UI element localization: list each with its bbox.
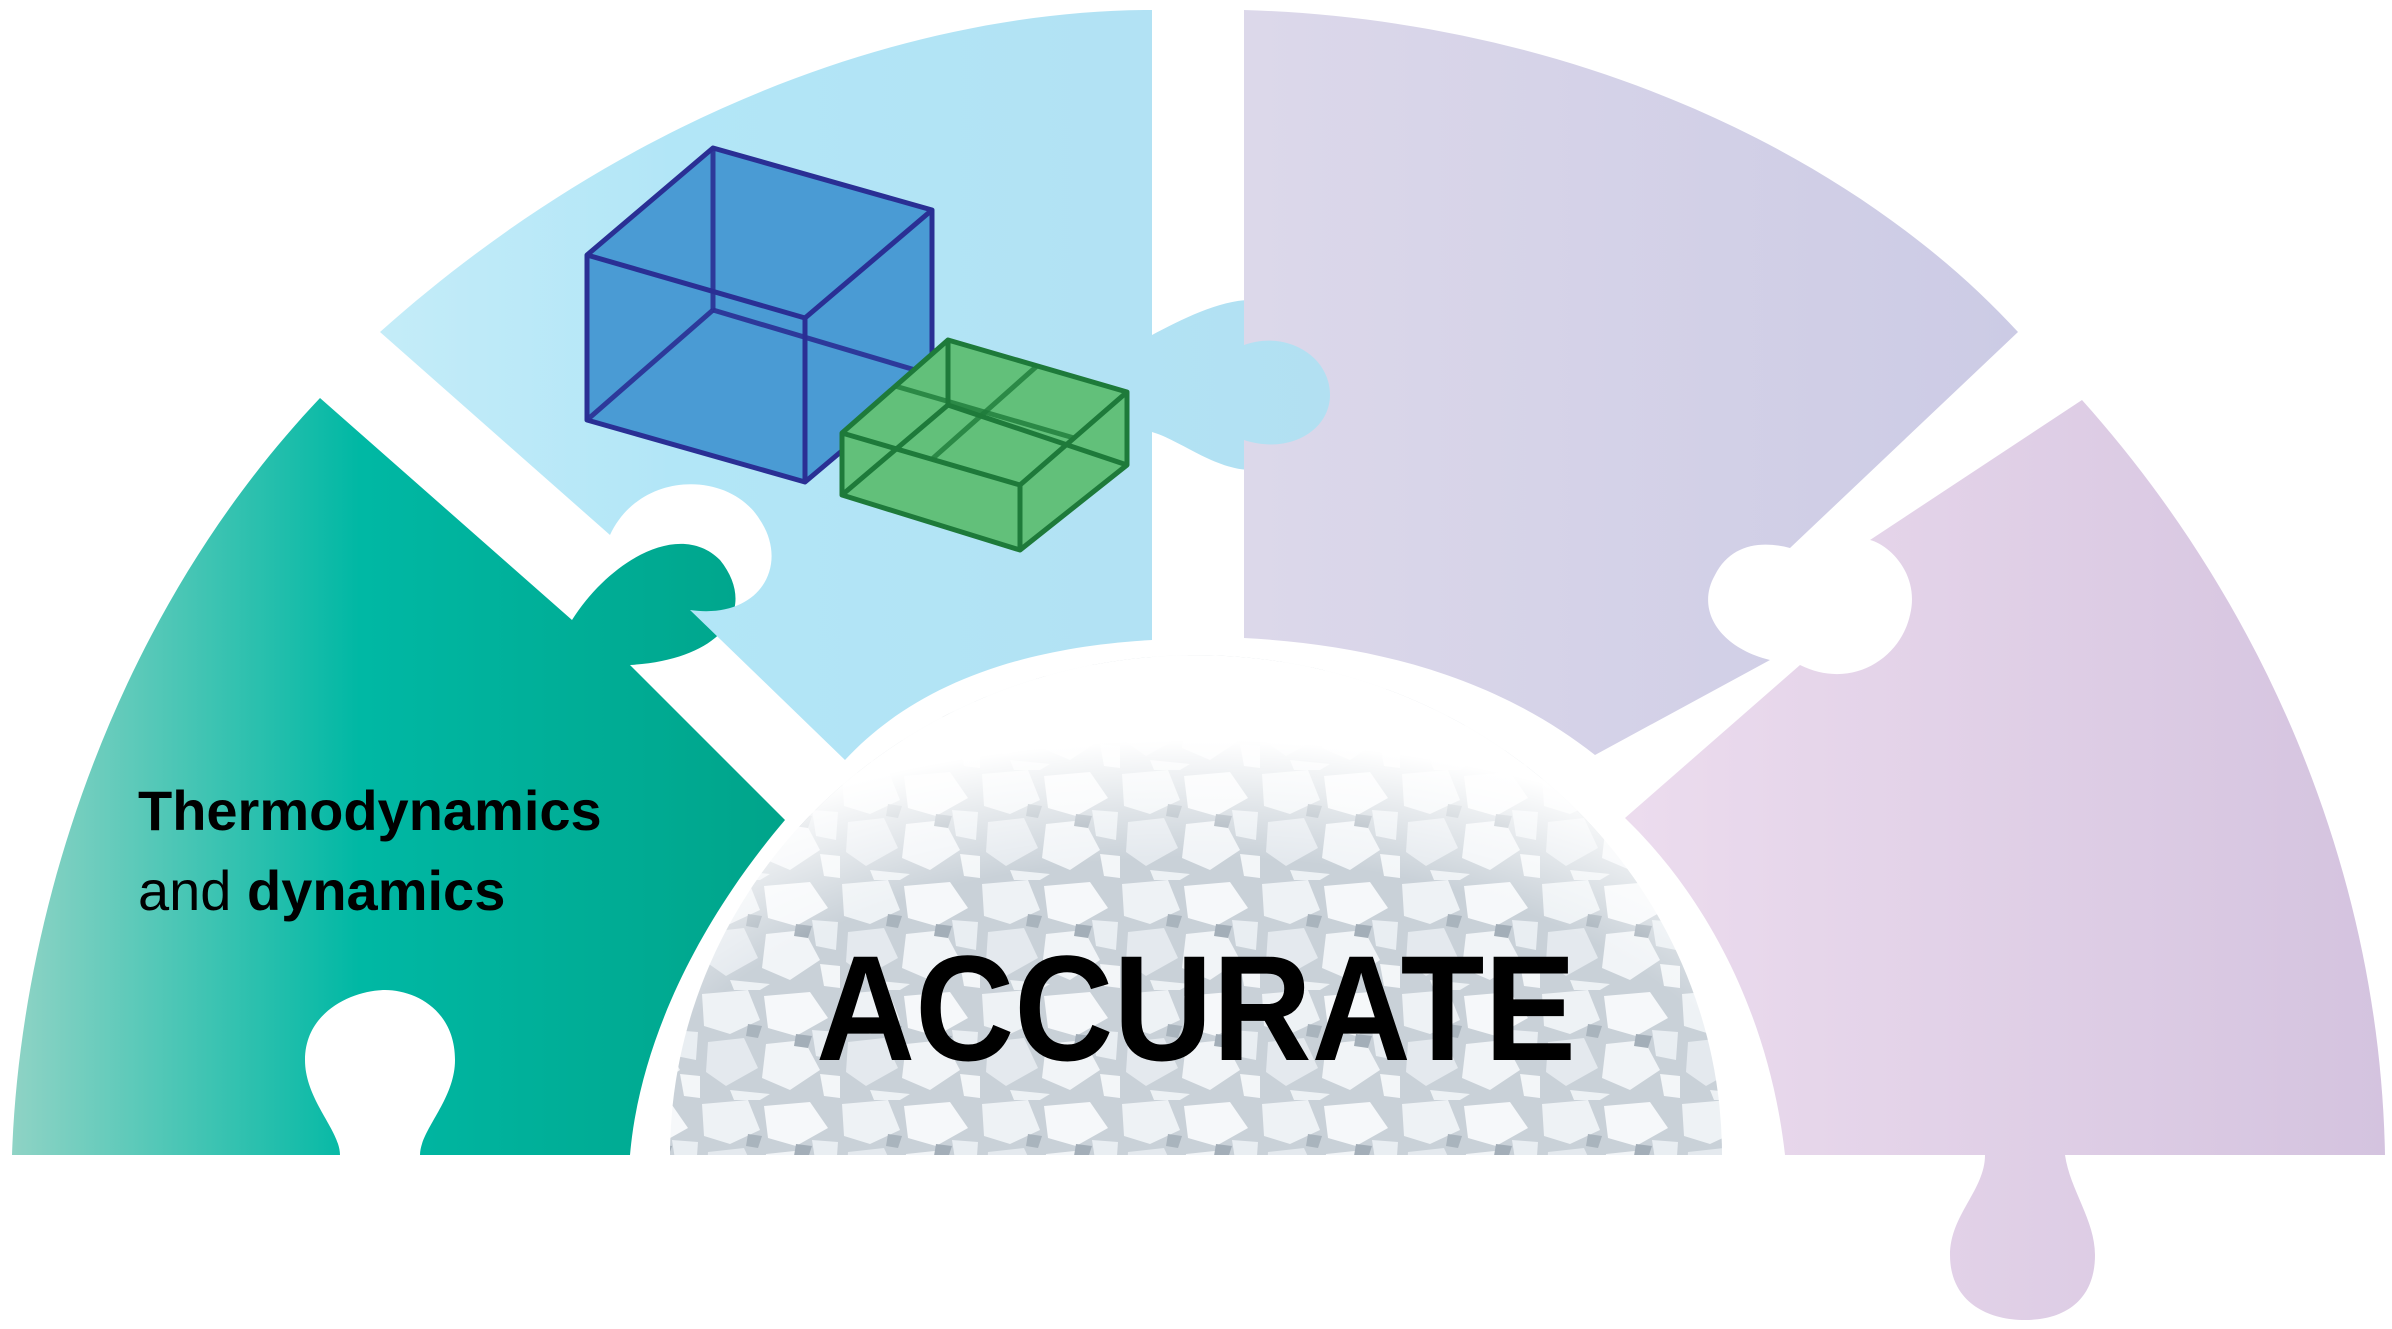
lavender-puzzle-piece	[1244, 10, 2018, 755]
accurate-title: ACCURATE	[816, 924, 1576, 1092]
teal-puzzle-piece	[12, 398, 785, 1155]
pink-puzzle-piece	[1625, 400, 2385, 1320]
and-prefix: and	[138, 859, 247, 922]
dynamics-word: dynamics	[247, 859, 505, 922]
blue-grid-cube-icon	[584, 145, 935, 485]
green-grid-slab-icon	[839, 337, 1130, 553]
and-dynamics-label: and dynamics	[138, 859, 505, 922]
thermodynamics-label: Thermodynamics	[138, 779, 602, 842]
